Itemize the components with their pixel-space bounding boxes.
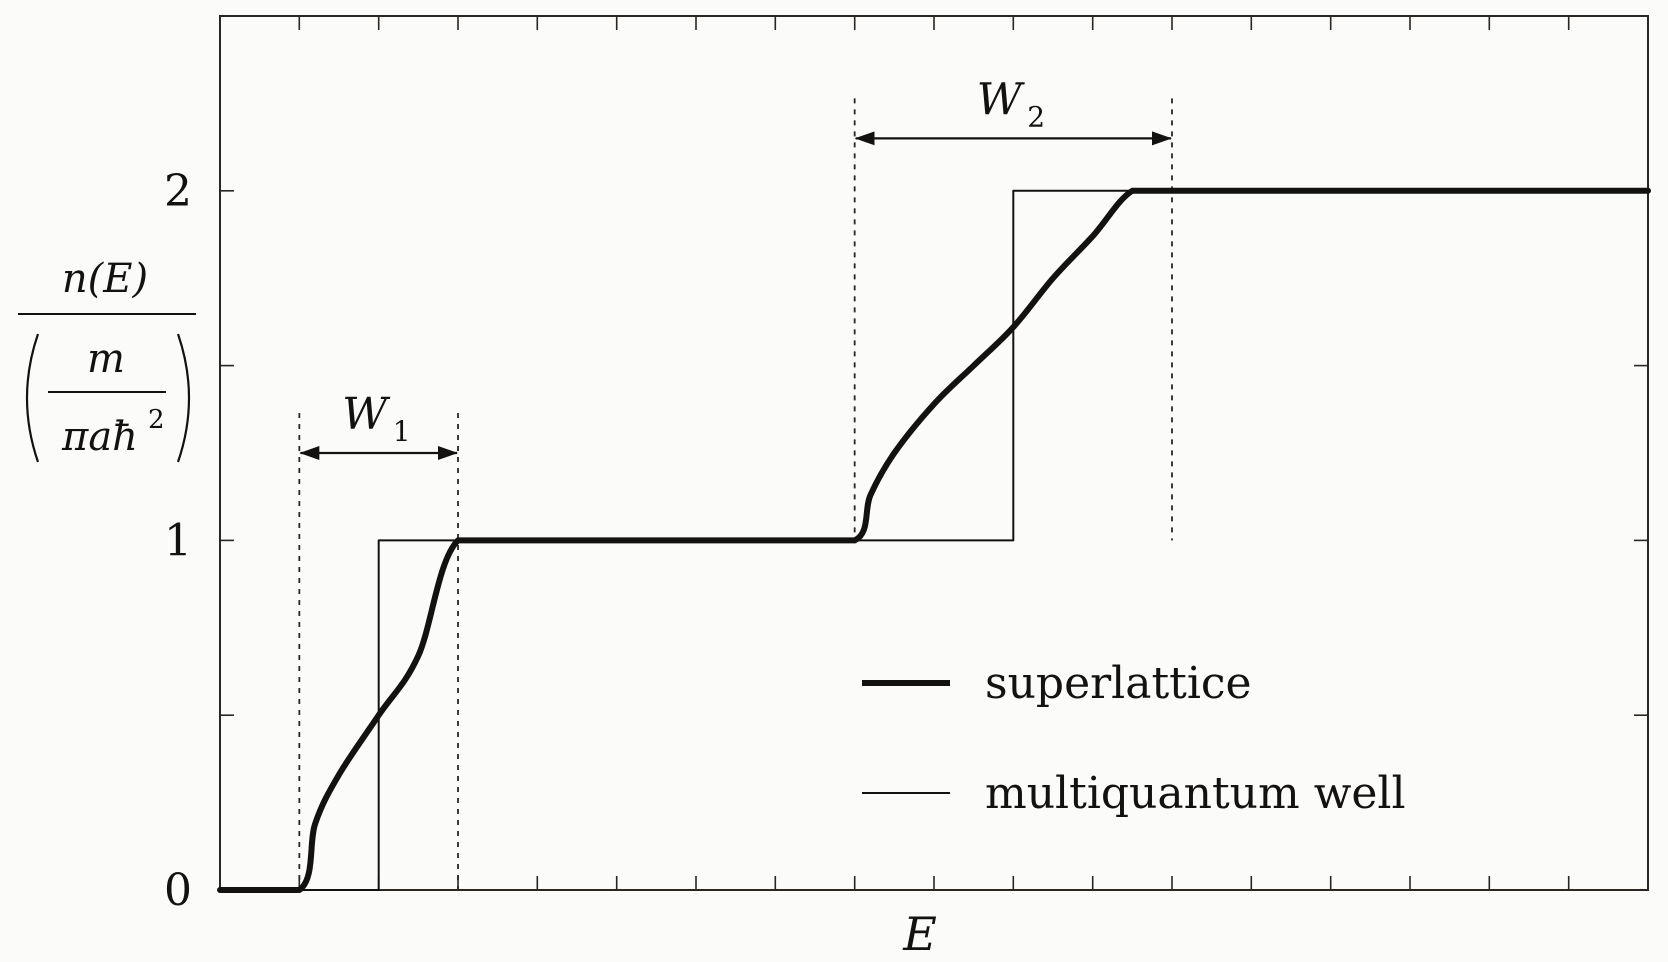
width-label-w2: W xyxy=(977,74,1026,125)
y-axis-label: n(E) m πaħ 2 xyxy=(18,256,196,463)
width-label-subscript-w2: 2 xyxy=(1027,100,1045,133)
left-paren xyxy=(25,333,40,463)
series-line-superlattice xyxy=(217,187,1651,893)
ylabel-numerator: n(E) xyxy=(62,256,148,302)
y-tick-label: 2 xyxy=(164,166,192,217)
series-group xyxy=(217,187,1651,893)
right-paren xyxy=(176,333,191,463)
width-label-w1: W xyxy=(342,389,391,440)
width-guides xyxy=(298,98,1173,890)
legend-label-multiquantum-well: multiquantum well xyxy=(985,768,1406,819)
y-tick-label: 1 xyxy=(164,515,192,566)
width-label-subscript-w1: 1 xyxy=(393,415,411,448)
series-line-multiquantum-well xyxy=(219,189,1649,891)
y-tick-label: 0 xyxy=(164,865,192,916)
ylabel-inner-denominator: πaħ xyxy=(61,414,138,460)
ylabel-inner-numerator: m xyxy=(87,336,125,382)
x-axis-label: E xyxy=(902,907,937,961)
y-tick-labels: 0 1 2 xyxy=(164,166,192,916)
legend-label-superlattice: superlattice xyxy=(985,658,1252,709)
legend: superlattice multiquantum well xyxy=(862,658,1406,819)
axis-ticks xyxy=(220,16,1648,891)
ylabel-inner-denominator-exponent: 2 xyxy=(148,405,165,435)
